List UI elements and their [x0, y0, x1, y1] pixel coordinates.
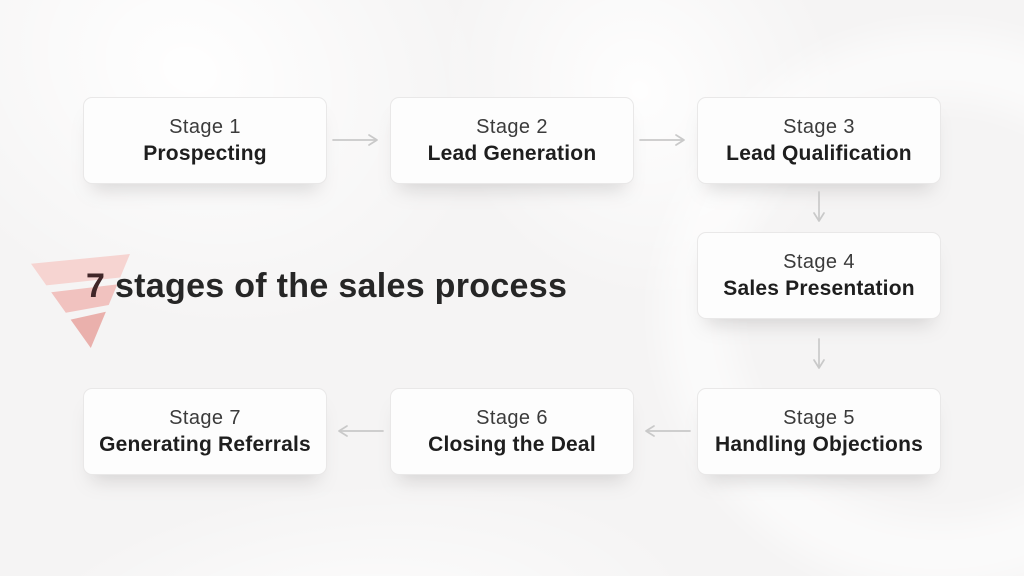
stage-label: Stage 1	[169, 115, 241, 138]
arrow-left-icon	[338, 425, 384, 437]
page-title: 7 stages of the sales process	[86, 267, 567, 306]
funnel-icon	[31, 254, 130, 349]
arrow-right-icon	[639, 134, 685, 146]
stage-box-1: Stage 1 Prospecting	[83, 97, 327, 184]
title-text: stages of the sales process	[114, 267, 568, 305]
stage-box-4: Stage 4 Sales Presentation	[697, 232, 941, 319]
stage-label: Stage 7	[169, 406, 241, 429]
stage-name: Closing the Deal	[428, 432, 596, 456]
stage-label: Stage 3	[783, 115, 855, 138]
stage-label: Stage 6	[476, 406, 548, 429]
stage-box-3: Stage 3 Lead Qualification	[697, 97, 941, 184]
stage-name: Handling Objections	[715, 432, 923, 456]
stage-label: Stage 5	[783, 406, 855, 429]
arrow-down-icon	[813, 191, 825, 222]
stage-name: Lead Qualification	[726, 141, 912, 165]
stage-name: Generating Referrals	[99, 432, 311, 456]
stage-box-7: Stage 7 Generating Referrals	[83, 388, 327, 475]
stage-name: Prospecting	[143, 141, 267, 165]
stage-box-6: Stage 6 Closing the Deal	[390, 388, 634, 475]
stage-label: Stage 2	[476, 115, 548, 138]
title-number: 7	[86, 267, 106, 305]
arrow-left-icon	[645, 425, 691, 437]
stage-name: Lead Generation	[427, 141, 597, 165]
stage-name: Sales Presentation	[723, 276, 915, 300]
stage-box-2: Stage 2 Lead Generation	[390, 97, 634, 184]
stage-box-5: Stage 5 Handling Objections	[697, 388, 941, 475]
arrow-down-icon	[813, 338, 825, 369]
arrow-right-icon	[332, 134, 378, 146]
stage-label: Stage 4	[783, 250, 855, 273]
